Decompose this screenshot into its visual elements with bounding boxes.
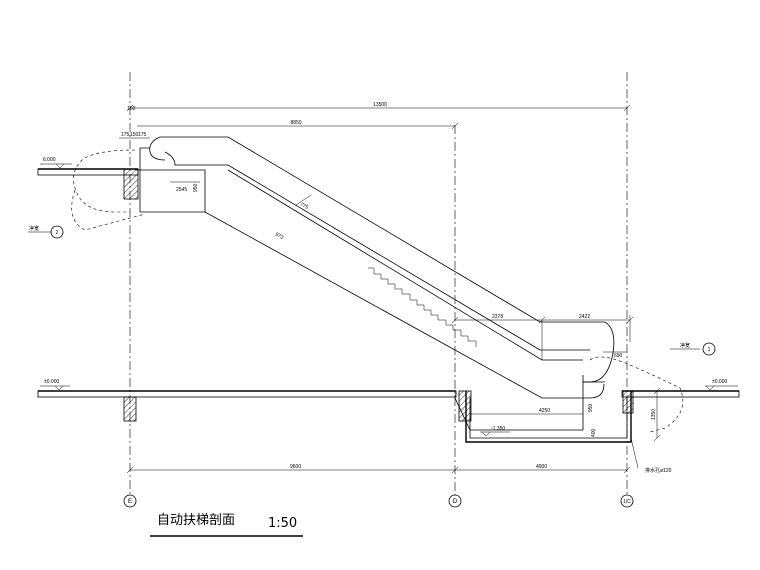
svg-text:2545: 2545 <box>176 187 187 193</box>
drawing-title: 自动扶梯剖面 <box>157 513 235 528</box>
svg-text:950: 950 <box>193 183 199 192</box>
svg-text:1350: 1350 <box>651 409 657 420</box>
svg-text:±0.000: ±0.000 <box>712 379 727 385</box>
dimension-upper-span: 8850 <box>137 120 459 130</box>
dim-400: 400 <box>591 428 597 437</box>
dim-175: 175 <box>121 132 130 138</box>
level-marker-ground-left: ±0.000 <box>40 379 70 391</box>
svg-text:D: D <box>453 499 458 505</box>
axis-bubble-e: E <box>123 494 137 508</box>
svg-text:8850: 8850 <box>290 120 301 126</box>
callout-right: 净宽 1 <box>589 342 716 433</box>
svg-text:2422: 2422 <box>579 314 590 320</box>
upper-floor-slab <box>37 168 139 200</box>
dim-690: 690 <box>614 353 623 359</box>
escalator-truss: 775 973 2545 950 <box>135 136 615 431</box>
dim-150-top: 150 <box>127 106 136 112</box>
svg-text:6.000: 6.000 <box>43 157 56 163</box>
dim-150: 150 <box>130 132 139 138</box>
escalator-pit <box>465 391 632 443</box>
level-marker-ground-right: ±0.000 <box>705 379 738 391</box>
dimension-overall-top: 13500 <box>126 102 631 112</box>
dimension-lower-spans: 2378 2422 <box>451 314 634 360</box>
svg-text:净宽: 净宽 <box>680 342 690 349</box>
svg-text:排水孔ø120: 排水孔ø120 <box>645 467 672 474</box>
ground-floor-slab <box>37 390 740 422</box>
dimension-pit-length: 4250 <box>470 408 583 415</box>
drawing-scale: 1:50 <box>268 516 297 531</box>
level-marker-pit: -1.350 <box>480 426 510 437</box>
svg-text:净宽: 净宽 <box>29 225 39 232</box>
callout-left: 净宽 2 <box>28 149 146 239</box>
svg-text:973: 973 <box>274 232 284 241</box>
dimension-right-1350: 1350 <box>651 387 661 442</box>
svg-text:4250: 4250 <box>539 408 550 414</box>
dim-175b: 175 <box>138 132 147 138</box>
level-marker-upper: 6.000 <box>40 157 72 169</box>
svg-text:2: 2 <box>56 230 59 236</box>
svg-text:13500: 13500 <box>373 102 387 108</box>
svg-text:2378: 2378 <box>492 314 503 320</box>
svg-text:775: 775 <box>299 202 309 211</box>
axis-bubble-d: D <box>448 494 462 508</box>
axis-bubble-1c: 1/C <box>620 494 634 508</box>
svg-text:E: E <box>128 499 132 505</box>
svg-text:±0.000: ±0.000 <box>44 379 59 385</box>
svg-text:4900: 4900 <box>536 464 547 470</box>
svg-text:-1.350: -1.350 <box>491 426 505 432</box>
svg-text:1: 1 <box>708 347 711 353</box>
dimension-bottom: 9600 4900 <box>126 464 631 474</box>
svg-text:9600: 9600 <box>290 464 301 470</box>
drain-annotation: 排水孔ø120 <box>630 437 672 474</box>
drawing-title-block: 自动扶梯剖面 1:50 <box>150 513 303 537</box>
dim-950-right: 950 <box>588 403 594 412</box>
svg-text:1/C: 1/C <box>623 499 631 505</box>
